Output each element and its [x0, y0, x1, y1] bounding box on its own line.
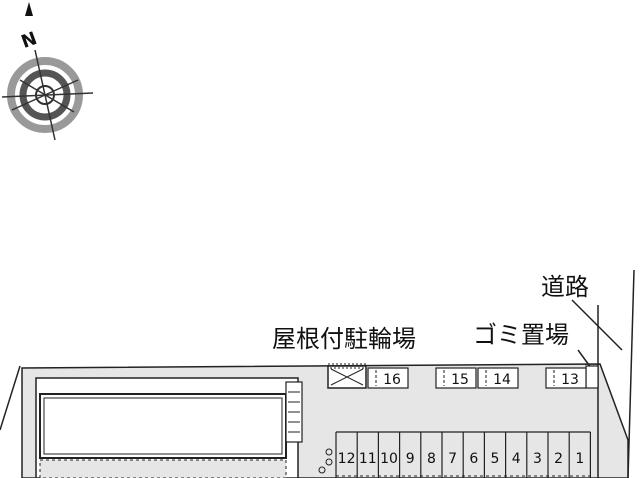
parking-space-2: 2	[547, 432, 563, 478]
north-arrow-icon	[25, 2, 33, 16]
north-label: N	[18, 28, 39, 53]
parking-space-number: 6	[469, 451, 478, 467]
parking-space-number: 13	[561, 372, 579, 388]
parking-space-number: 5	[491, 451, 500, 467]
parking-space-16: 16	[367, 367, 409, 389]
parking-space-number: 11	[359, 451, 377, 467]
parking-space-number: 2	[554, 451, 563, 467]
parking-space-number: 16	[383, 372, 401, 388]
parking-space-4: 4	[505, 432, 521, 478]
bike-parking-label: 屋根付駐輪場	[272, 325, 416, 353]
parking-space-number: 8	[427, 451, 436, 467]
parking-space-number: 9	[406, 451, 415, 467]
parking-space-3: 3	[526, 432, 542, 478]
parking-space-8: 8	[420, 432, 436, 478]
parking-space-15: 15	[435, 367, 477, 389]
parking-space-number: 4	[512, 451, 521, 467]
parking-space-number: 3	[533, 451, 542, 467]
parking-space-number: 12	[338, 451, 356, 467]
parking-space-11: 11	[356, 432, 377, 478]
parking-space-9: 9	[399, 432, 415, 478]
road-edge	[627, 269, 635, 478]
parking-space-5: 5	[483, 432, 500, 478]
compass-rose-icon	[1, 2, 94, 141]
parking-space-number: 10	[380, 451, 398, 467]
parking-space-12: 12	[335, 432, 356, 478]
road-pointer	[571, 299, 623, 351]
parking-space-number: 1	[575, 451, 584, 467]
parking-space-13: 13	[545, 367, 587, 389]
parking-space-1: 1	[568, 432, 584, 478]
parking-space-14: 14	[477, 367, 519, 389]
parking-space-number: 14	[493, 372, 511, 388]
parking-space-number: 7	[448, 451, 457, 467]
garbage-area-label: ゴミ置場	[473, 321, 569, 349]
apartment-building	[35, 377, 303, 478]
road-label: 道路	[541, 273, 589, 301]
parking-space-10: 10	[377, 432, 398, 478]
bike-parking-area	[327, 363, 367, 389]
parking-space-number: 15	[451, 372, 469, 388]
parking-space-7: 7	[441, 432, 457, 478]
garbage-area	[585, 365, 599, 389]
parking-space-6: 6	[462, 432, 478, 478]
